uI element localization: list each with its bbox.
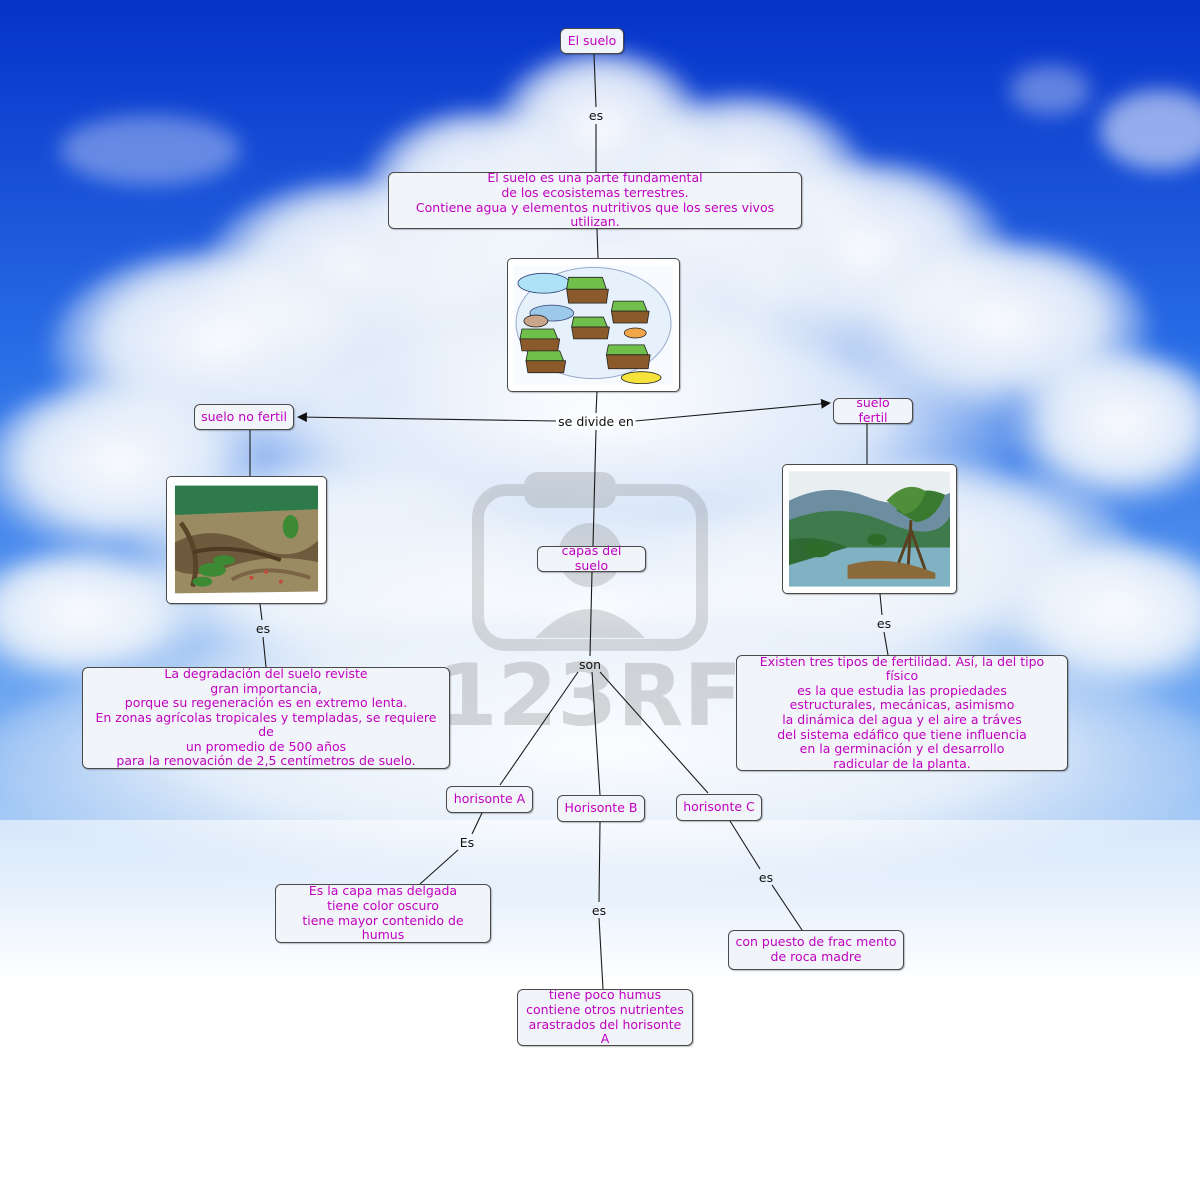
link-label-es-horisonte-a: Es	[459, 835, 475, 850]
link-label-es-fertil: es	[876, 616, 892, 631]
node-capas-del-suelo[interactable]: capas del suelo	[537, 544, 646, 573]
link-label-es-horisonte-c: es	[758, 870, 774, 885]
node-suelo-fertil[interactable]: suelo fertil	[833, 396, 913, 425]
soil-cartoon-image[interactable]	[507, 258, 680, 392]
node-el-suelo[interactable]: El suelo	[560, 28, 624, 54]
node-definition[interactable]: El suelo es una parte fundamental de los…	[388, 171, 802, 229]
node-fertil-description[interactable]: Existen tres tipos de fertilidad. Así, l…	[736, 654, 1068, 771]
node-horisonte-a[interactable]: horisonte A	[446, 786, 533, 813]
fertile-landscape-image[interactable]	[782, 464, 957, 594]
degraded-soil-image[interactable]	[166, 476, 327, 604]
node-horisonte-c-description[interactable]: con puesto de frac mento de roca madre	[728, 930, 904, 970]
node-no-fertil-description[interactable]: La degradación del suelo reviste gran im…	[82, 666, 450, 769]
watermark-text: 123RF	[440, 646, 740, 746]
link-label-es-horisonte-b: es	[591, 903, 607, 918]
node-horisonte-b[interactable]: Horisonte B	[557, 795, 645, 822]
link-label-es-no-fertil: es	[255, 621, 271, 636]
link-label-es-root: es	[588, 108, 604, 123]
node-horisonte-b-description[interactable]: tiene poco humus contiene otros nutrient…	[517, 988, 693, 1046]
node-suelo-no-fertil[interactable]: suelo no fertil	[194, 404, 294, 430]
link-label-se-divide-en: se divide en	[556, 414, 636, 429]
node-horisonte-c[interactable]: horisonte C	[676, 794, 762, 821]
node-horisonte-a-description[interactable]: Es la capa mas delgada tiene color oscur…	[275, 884, 491, 943]
camera-watermark-icon: 123RF	[440, 472, 740, 746]
link-label-son: son	[578, 657, 602, 672]
